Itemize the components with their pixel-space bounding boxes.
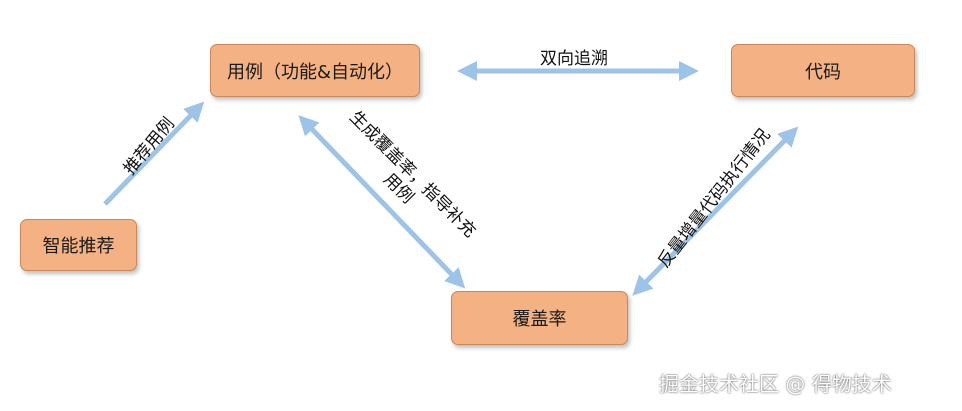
- bidirectional-trace-label: 双向追溯: [540, 49, 608, 69]
- smart-recommend-label: 智能推荐: [42, 236, 115, 257]
- usecase-label: 用例（功能&自动化）: [226, 61, 404, 83]
- code-label: 代码: [805, 61, 841, 83]
- coverage-usecase-arrow: [298, 115, 466, 289]
- code-node: 代码: [731, 44, 915, 97]
- usecase-node: 用例（功能&自动化）: [210, 44, 420, 97]
- recommend-arrow: [103, 101, 205, 206]
- coverage-node: 覆盖率: [451, 291, 628, 345]
- coverage-label: 覆盖率: [512, 309, 567, 330]
- coverage-code-arrow: [632, 126, 799, 296]
- smart-recommend-node: 智能推荐: [20, 219, 137, 271]
- watermark: 掘金技术社区 @ 得物技术: [659, 372, 892, 396]
